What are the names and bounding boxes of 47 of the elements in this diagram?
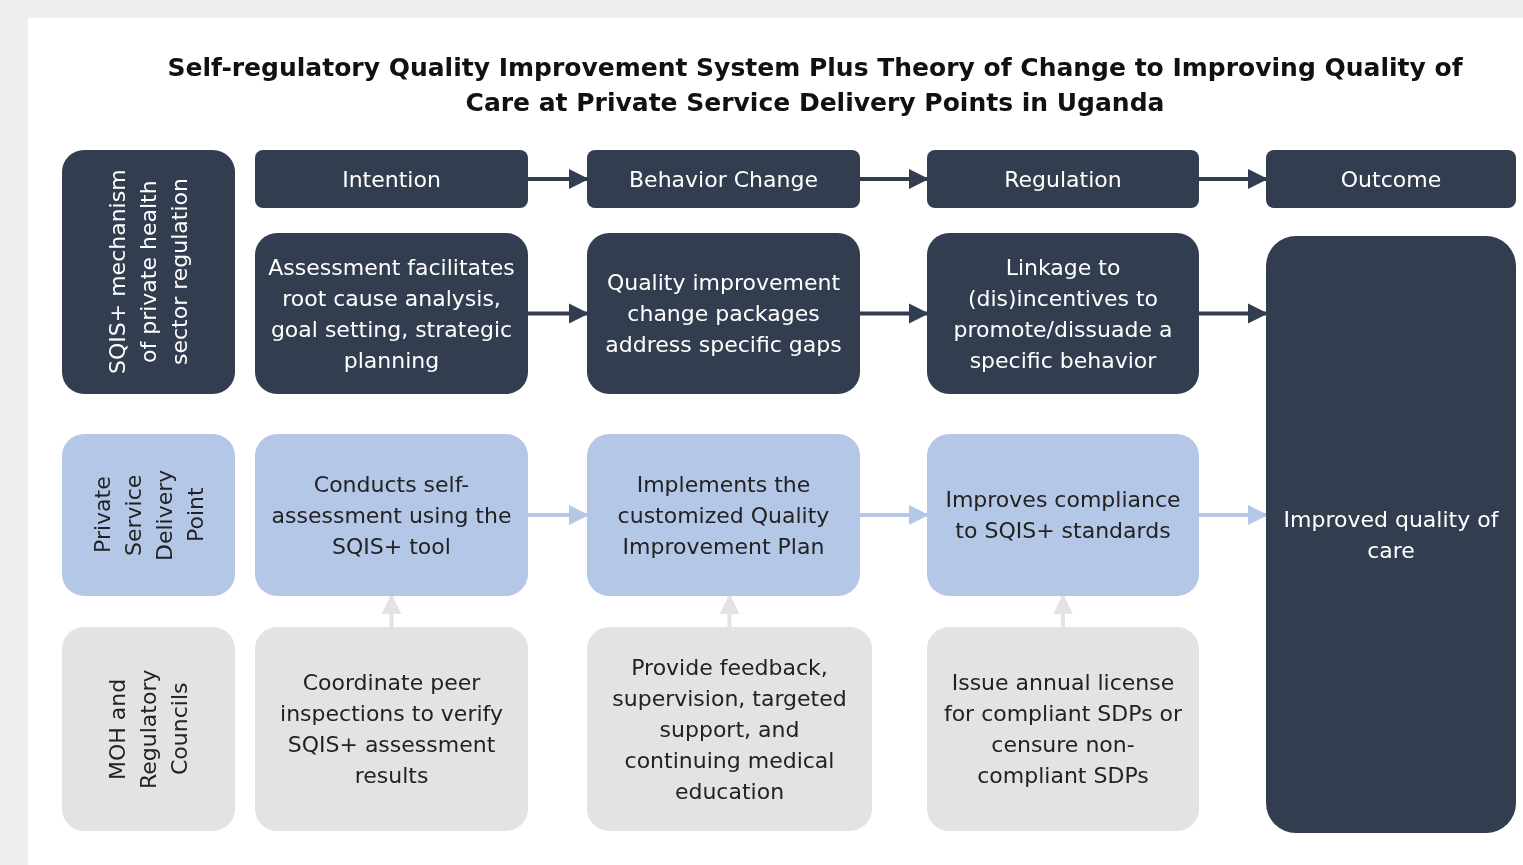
arrow bbox=[1199, 169, 1268, 189]
arrow bbox=[528, 169, 589, 189]
process-box bbox=[587, 627, 872, 831]
stage-header-tab bbox=[1266, 150, 1516, 208]
arrow bbox=[719, 594, 740, 627]
arrow bbox=[860, 169, 929, 189]
title: Self-regulatory Quality Improvement System Plus Theory of Change to Improving Quality of Care at Private Service Delivery Points in Uganda bbox=[166, 52, 1464, 119]
arrow bbox=[860, 303, 929, 324]
arrow bbox=[860, 505, 929, 525]
box-text: Private Service Delivery Point bbox=[88, 468, 209, 563]
box-text: Intention bbox=[342, 165, 441, 194]
process-box bbox=[1266, 236, 1516, 833]
stage-header-tab bbox=[587, 150, 860, 208]
box-text: Coordinate peer inspections to verify SQIS+ assessment results bbox=[279, 669, 504, 790]
row-header-box bbox=[62, 150, 235, 394]
box-text: Improves compliance to SQIS+ standards bbox=[944, 486, 1182, 545]
box-text: MOH and Regulatory Councils bbox=[104, 668, 193, 791]
box-text: Linkage to (dis)incentives to promote/dissuade a specific behavior bbox=[952, 253, 1174, 375]
process-box bbox=[587, 434, 860, 596]
box-text: Issue annual license for compliant SDPs or censure non-compliant SDPs bbox=[942, 669, 1184, 790]
row-header-box bbox=[62, 434, 235, 596]
box-text: Improved quality of care bbox=[1282, 505, 1500, 565]
box-text: Behavior Change bbox=[629, 165, 818, 194]
arrow bbox=[1199, 303, 1268, 324]
process-box bbox=[927, 434, 1199, 596]
process-box bbox=[587, 233, 860, 394]
process-box bbox=[255, 233, 528, 394]
arrow bbox=[528, 303, 589, 324]
box-text: SQIS+ mechanism of private health sector regulation bbox=[104, 168, 193, 377]
box-text: Quality improvement change packages address specific gaps bbox=[604, 269, 843, 359]
box-text: Outcome bbox=[1340, 165, 1442, 194]
stage-header-tab bbox=[927, 150, 1199, 208]
row-header-box bbox=[62, 627, 235, 831]
box-text: Conducts self-assessment using the SQIS+ tool bbox=[270, 470, 513, 561]
process-box bbox=[255, 434, 528, 596]
stage-header-tab bbox=[255, 150, 528, 208]
arrow bbox=[1199, 505, 1268, 525]
arrow bbox=[381, 594, 402, 627]
process-box bbox=[927, 233, 1199, 394]
box-text: Assessment facilitates root cause analysis, goal setting, strategic planning bbox=[267, 253, 516, 375]
box-text: Regulation bbox=[1004, 165, 1122, 194]
box-text: Provide feedback, supervision, targeted support, and continuing medical education bbox=[611, 653, 848, 806]
process-box bbox=[927, 627, 1199, 831]
process-box bbox=[255, 627, 528, 831]
box-text: Implements the customized Quality Improvement Plan bbox=[616, 470, 831, 561]
arrow bbox=[528, 505, 589, 525]
arrow bbox=[1053, 594, 1073, 627]
